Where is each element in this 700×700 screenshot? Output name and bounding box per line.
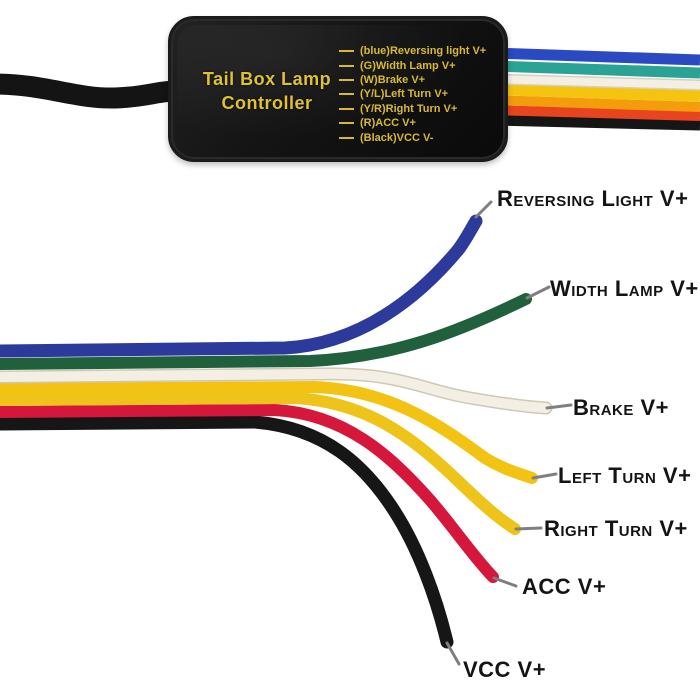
top-bundle-blue-wire	[491, 47, 700, 66]
pin-row-acc: (R)ACC V+	[339, 116, 486, 130]
power-input-cable-wire	[0, 73, 193, 109]
pin-dash-icon	[339, 136, 354, 139]
top-bundle-white-wire	[491, 75, 700, 89]
pin-label: (R)ACC V+	[360, 117, 416, 130]
pin-dash-icon	[339, 78, 354, 81]
pin-row-right-turn: (Y/R)Right Turn V+	[339, 102, 486, 116]
pin-dash-icon	[339, 122, 354, 125]
pin-dash-icon	[339, 107, 354, 110]
width-lamp-label: Width Lamp V+	[550, 276, 699, 301]
right-turn-label: Right Turn V+	[544, 516, 688, 541]
brake-label: Brake V+	[573, 395, 670, 420]
acc-label: ACC V+	[522, 574, 607, 599]
right-turn-wire	[0, 391, 521, 535]
pin-label: (Black)VCC V-	[360, 131, 434, 144]
top-bundle-teal-wire	[491, 60, 700, 79]
left-turn-tip	[531, 472, 558, 480]
top-bundle-black-wire	[491, 114, 700, 131]
pin-label: (blue)Reversing light V+	[360, 45, 487, 58]
reversing-wire	[0, 214, 483, 358]
top-bundle-red-wire	[491, 105, 700, 121]
pin-label: (G)Width Lamp V+	[360, 59, 456, 72]
pin-row-brake: (W)Brake V+	[339, 73, 486, 87]
controller-box: Tail Box Lamp Controller (blue)Reversing…	[168, 16, 508, 162]
left-turn-wire	[0, 380, 538, 484]
controller-title-line1: Tail Box Lamp	[202, 69, 332, 89]
pin-label: (W)Brake V+	[360, 73, 426, 86]
pin-row-reversing: (blue)Reversing light V+	[339, 44, 486, 58]
width-lamp-tip	[525, 285, 551, 300]
width-lamp-wire	[0, 293, 532, 370]
vcc-wire	[0, 415, 454, 649]
reversing-light-label: Reversing Light V+	[497, 186, 689, 211]
pin-row-vcc: (Black)VCC V-	[339, 130, 486, 144]
pin-dash-icon	[339, 93, 354, 96]
vcc-label: VCC V+	[463, 657, 547, 682]
pin-label: (Y/L)Left Turn V+	[360, 88, 449, 101]
brake-tip	[545, 403, 573, 410]
pin-row-width-lamp: (G)Width Lamp V+	[339, 58, 486, 72]
left-turn-label: Left Turn V+	[558, 463, 692, 488]
pin-dash-icon	[339, 64, 354, 67]
brake-wire	[0, 368, 551, 413]
pin-row-left-turn: (Y/L)Left Turn V+	[339, 87, 486, 101]
top-bundle-yellow-wire	[491, 83, 700, 102]
metal-tips	[445, 200, 573, 666]
controller-pin-list: (blue)Reversing light V+ (G)Width Lamp V…	[339, 44, 486, 145]
vcc-tip	[445, 641, 461, 666]
right-turn-tip	[514, 526, 543, 531]
reversing-tip	[474, 200, 493, 219]
top-bundle-orange-wire	[491, 95, 700, 112]
pin-label: (Y/R)Right Turn V+	[360, 102, 458, 115]
controller-title-line2: Controller	[221, 93, 313, 113]
pin-dash-icon	[339, 50, 354, 53]
controller-title: Tail Box Lamp Controller	[189, 67, 345, 115]
acc-tip	[492, 576, 518, 588]
acc-wire	[0, 403, 499, 583]
